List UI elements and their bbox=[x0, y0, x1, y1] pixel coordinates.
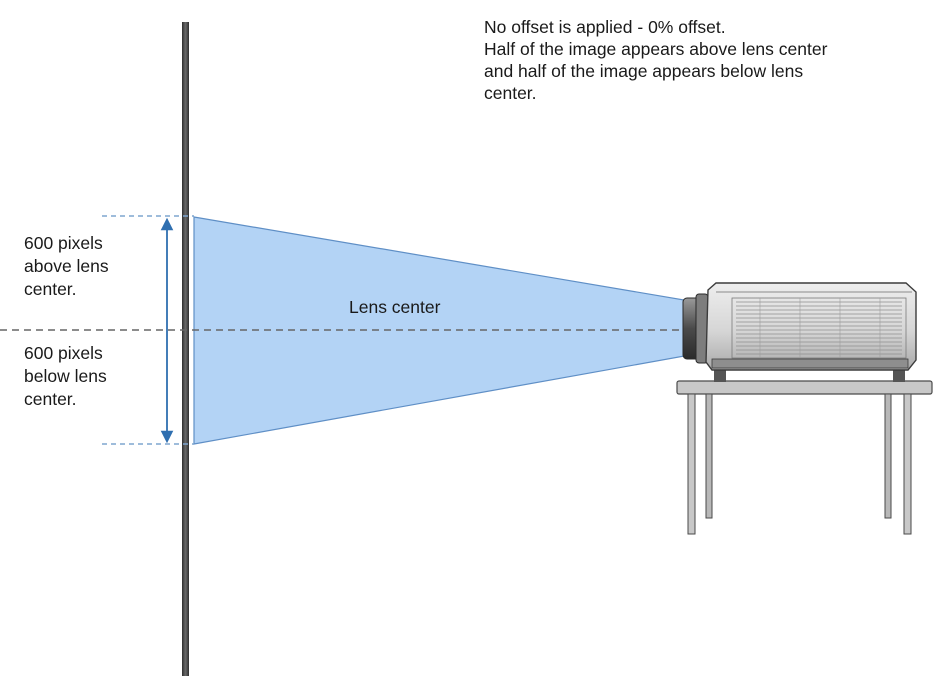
label-line: 600 pixels bbox=[24, 343, 103, 363]
label-line: above lens bbox=[24, 256, 109, 276]
label-line: center. bbox=[24, 279, 77, 299]
offset-caption: No offset is applied - 0% offset. Half o… bbox=[484, 16, 924, 104]
table-leg bbox=[705, 393, 713, 519]
projector bbox=[682, 282, 917, 382]
below-lens-label: 600 pixels below lens center. bbox=[24, 342, 164, 411]
caption-line: No offset is applied - 0% offset. bbox=[484, 17, 726, 37]
table-leg bbox=[884, 393, 892, 519]
projector-vent-panel bbox=[731, 297, 907, 359]
table-leg bbox=[687, 393, 696, 535]
projection-screen bbox=[182, 22, 189, 676]
projector-body bbox=[705, 282, 917, 371]
label-line: 600 pixels bbox=[24, 233, 103, 253]
label-line: center. bbox=[24, 389, 77, 409]
projector-vents bbox=[736, 298, 902, 358]
table bbox=[676, 380, 933, 535]
caption-line: and half of the image appears below lens bbox=[484, 61, 804, 81]
projector-base-band bbox=[711, 358, 909, 369]
table-leg bbox=[903, 393, 912, 535]
caption-line: Half of the image appears above lens cen… bbox=[484, 39, 828, 59]
table-top bbox=[676, 380, 933, 395]
lens-center-label: Lens center bbox=[349, 297, 441, 317]
label-line: below lens bbox=[24, 366, 107, 386]
above-lens-label: 600 pixels above lens center. bbox=[24, 232, 164, 301]
caption-line: center. bbox=[484, 83, 537, 103]
